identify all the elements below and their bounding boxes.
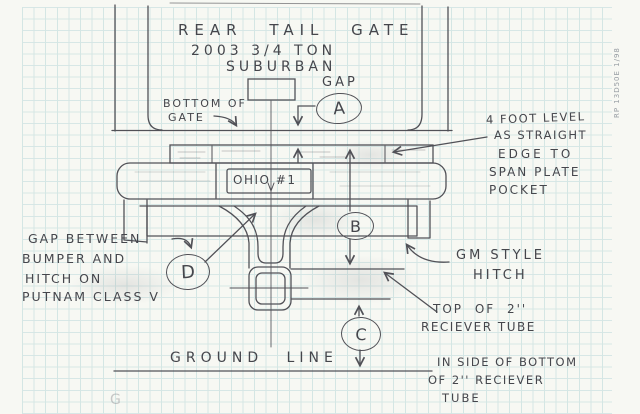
centerline-arrowhead [267,182,275,193]
title-line-3: SUBURBAN [226,59,337,75]
marker-c-letter: C [354,324,368,344]
gap-between-arrow [171,237,194,250]
gap-between-label-2: BUMPER AND [22,251,127,266]
pencil-smudge [70,265,180,305]
gate-left-line [147,5,163,131]
ground-line-label: GROUND LINE [170,350,338,366]
title-line-1: REAR TAIL GATE [178,21,415,39]
gap-a-leader-arrow [292,105,316,127]
top-receiver-label-1: TOP OF 2'' [433,302,528,316]
gate-right-line [407,5,423,131]
gm-hitch-label-1: GM STYLE [456,248,546,263]
bottom-of-gate-label-1: BOTTOM OF [163,97,247,110]
pocket-shading [177,149,426,159]
gm-hitch-label-2: HITCH [473,268,528,283]
level-note-1: 4 FOOT LEVEL [485,109,586,127]
license-plate-text: OHIO #1 [233,173,297,187]
faint-pencil-mark: G [110,392,121,408]
pencil-smudge [300,255,420,305]
level-note-4: SPAN PLATE [489,165,581,179]
bumper-outline [116,162,447,200]
gap-between-label-3: HITCH ON [25,271,103,286]
bottom-of-gate-label-2: GATE [168,111,205,124]
level-note-5: POCKET [489,183,549,197]
paper-stamp-text: RP 13D50E 1/98 [613,47,621,118]
bumper-shading [134,171,431,187]
roof-edge-line [169,2,421,5]
plate-pocket-strip [169,144,434,164]
gap-label: GAP [322,75,358,90]
license-plate-outline [226,168,312,194]
inside-bottom-label-3: TUBE [442,391,481,405]
bottom-of-gate-arrow [213,115,238,128]
gate-latch-rect [247,78,296,101]
gap-between-label-4: PUTNAM CLASS V [22,289,160,304]
graph-paper-grid [22,7,612,414]
plate-recess-lines [215,163,314,199]
marker-d-letter: D [180,261,196,283]
hitch-drop-outer-left [218,205,250,269]
hitch-drop-outer-right [289,205,320,269]
dim-d-leader-arrow [204,212,257,263]
marker-b-circle: B [337,212,374,240]
marker-a-letter: A [332,98,346,119]
hitch-drop-inner [233,205,307,264]
level-note-3: EDGE TO [498,147,574,161]
inside-bottom-label-1: IN SIDE OF BOTTOM [437,355,578,369]
level-note-2: AS STRAIGHT [494,128,588,142]
marker-b-letter: B [350,216,361,236]
title-line-2: 2003 3/4 TON [191,43,337,59]
top-receiver-label-2: RECIEVER TUBE [421,320,536,334]
top-receiver-leader-arrow [383,271,438,313]
inside-bottom-label-2: OF 2'' RECIEVER [428,373,545,387]
level-leader-arrow [391,136,488,156]
gap-between-label-1: GAP BETWEEN [28,231,142,246]
pocket-seam-lines [211,145,386,164]
gm-hitch-arrow [405,242,450,263]
hitch-bar [139,205,418,237]
